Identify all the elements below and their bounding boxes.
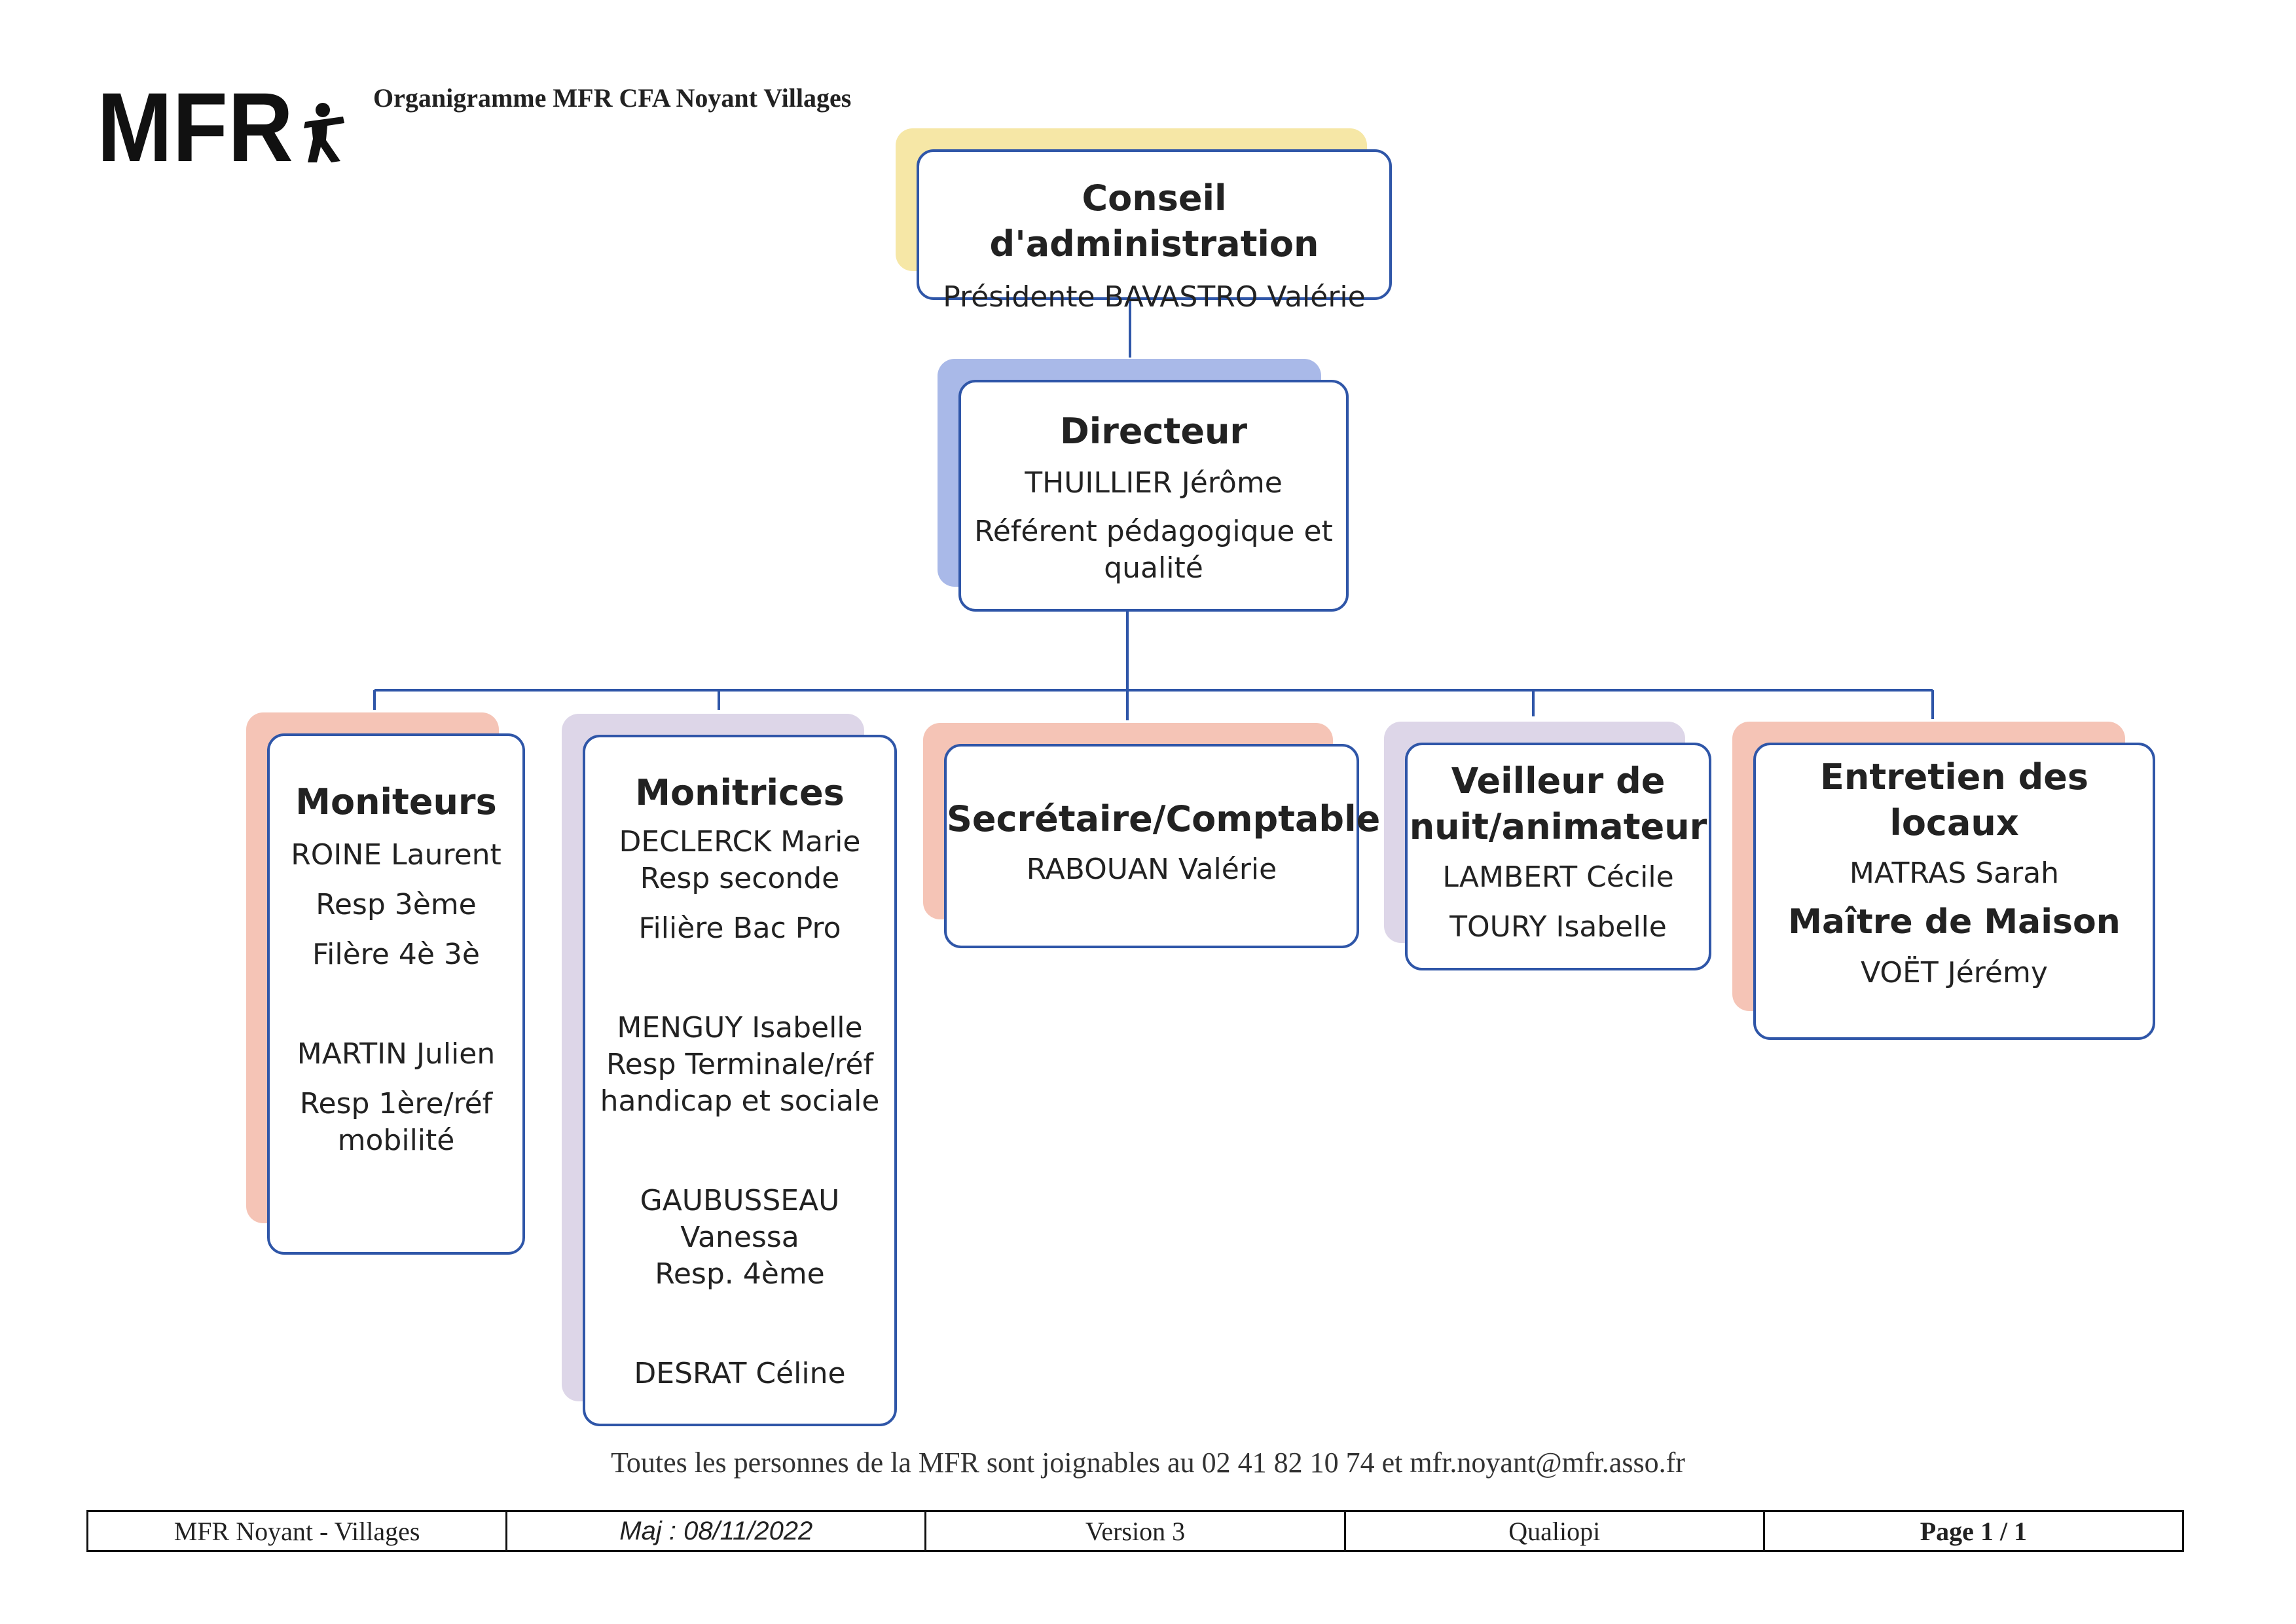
moniteurs-line-4: MARTIN Julien: [297, 1037, 496, 1071]
monitrices-line-6: handicap et sociale: [600, 1084, 880, 1118]
mfr-logo: MFR: [97, 72, 346, 182]
moniteurs-line-6: mobilité: [337, 1124, 455, 1157]
footer-cell-page: Page 1 / 1: [1920, 1516, 2028, 1546]
directeur-name: THUILLIER Jérôme: [1025, 466, 1283, 500]
footer-cell-site: MFR Noyant - Villages: [88, 1512, 508, 1550]
contact-line: Toutes les personnes de la MFR sont joig…: [611, 1447, 1685, 1479]
moniteurs-line-1: ROINE Laurent: [291, 838, 501, 872]
footer-cell-update: Maj : 08/11/2022: [507, 1512, 927, 1550]
monitrices-line-5: Resp Terminale/réf: [606, 1048, 874, 1081]
box-directeur: Directeur THUILLIER Jérôme Référent péda…: [958, 380, 1349, 612]
moniteurs-line-5: Resp 1ère/réf: [299, 1087, 493, 1120]
footer-cell-version: Version 3: [926, 1512, 1346, 1550]
monitrices-line-1: DECLERCK Marie: [619, 825, 861, 858]
box-veilleur-animateur: Veilleur de nuit/animateur LAMBERT Cécil…: [1405, 743, 1711, 970]
monitrices-line-8: Vanessa: [680, 1221, 799, 1254]
monitrices-line-2: Resp seconde: [640, 862, 840, 895]
veilleur-line-1: LAMBERT Cécile: [1442, 860, 1674, 894]
logo-text: MFR: [97, 84, 293, 165]
monitrices-line-3: Filière Bac Pro: [638, 912, 841, 945]
secretaire-name: RABOUAN Valérie: [1026, 853, 1277, 886]
entretien-line-2: VOËT Jérémy: [1861, 956, 2048, 989]
footer-table: MFR Noyant - Villages Maj : 08/11/2022 V…: [86, 1510, 2184, 1552]
monitrices-line-9: Resp. 4ème: [655, 1257, 825, 1291]
veilleur-title-line1: Veilleur de: [1451, 760, 1666, 802]
footer-cell-qualiopi: Qualiopi: [1346, 1512, 1765, 1550]
veilleur-line-2: TOURY Isabelle: [1449, 910, 1667, 944]
entretien-line-1: MATRAS Sarah: [1849, 857, 2060, 890]
moniteurs-line-2: Resp 3ème: [316, 888, 477, 921]
monitrices-title: Monitrices: [635, 772, 845, 813]
secretaire-title: Secrétaire/Comptable: [947, 798, 1381, 840]
directeur-title: Directeur: [1059, 411, 1248, 452]
monitrices-line-10: DESRAT Céline: [634, 1357, 846, 1390]
directeur-role-line2: qualité: [1104, 551, 1203, 585]
box-monitrices: Monitrices DECLERCK Marie Resp seconde F…: [583, 735, 897, 1426]
moniteurs-line-3: Filère 4è 3è: [312, 938, 480, 971]
veilleur-title-line2: nuit/animateur: [1409, 806, 1707, 847]
box-conseil-administration: Conseil d'administration Présidente BAVA…: [917, 149, 1392, 314]
box-moniteurs: Moniteurs ROINE Laurent Resp 3ème Filère…: [267, 733, 525, 1255]
box-entretien-locaux: Entretien des locaux MATRAS Sarah Maître…: [1753, 743, 2155, 1040]
monitrices-line-4: MENGUY Isabelle: [617, 1011, 863, 1044]
conseil-title: Conseil d'administration: [989, 177, 1319, 265]
entretien-title: Entretien des locaux: [1819, 756, 2088, 843]
maitre-de-maison-title: Maître de Maison: [1788, 902, 2121, 942]
box-secretaire-comptable: Secrétaire/Comptable RABOUAN Valérie: [944, 744, 1381, 948]
monitrices-line-7: GAUBUSSEAU: [640, 1184, 840, 1217]
conseil-president: Présidente BAVASTRO Valérie: [943, 280, 1366, 314]
document-title: Organigramme MFR CFA Noyant Villages: [373, 83, 852, 113]
mfr-logo-graphic: MFR: [97, 72, 344, 182]
moniteurs-title: Moniteurs: [295, 781, 497, 822]
directeur-role-line1: Référent pédagogique et: [974, 515, 1333, 548]
